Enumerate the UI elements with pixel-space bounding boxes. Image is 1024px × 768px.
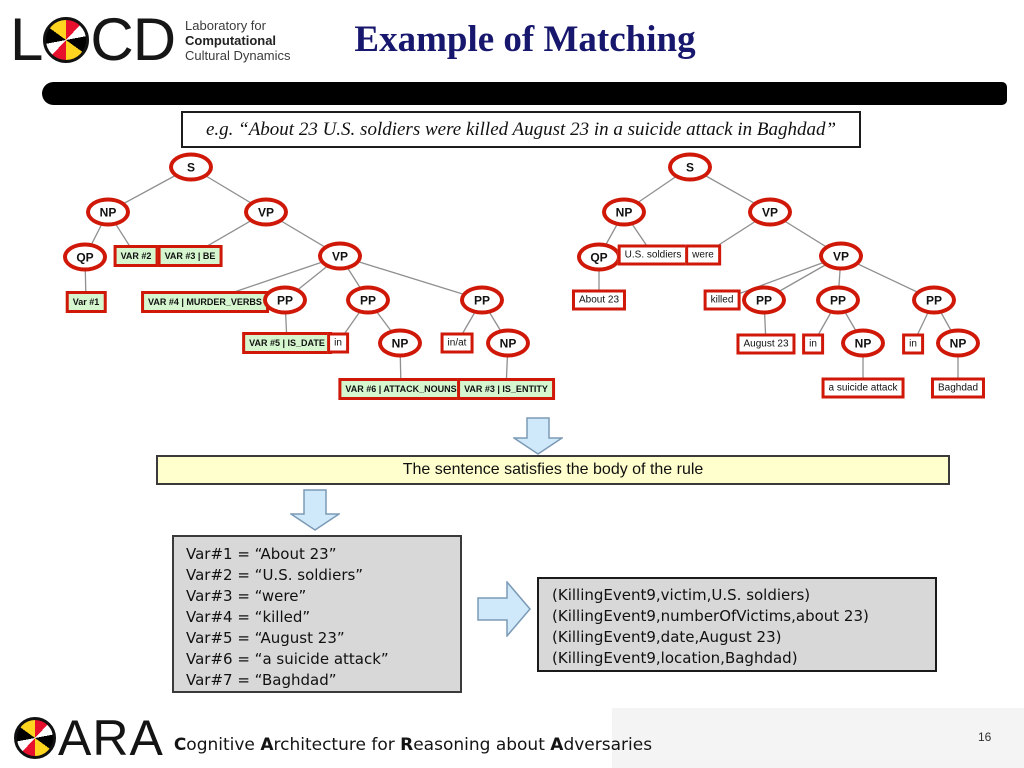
tree1-edge-vp2-pp1 (284, 255, 341, 301)
tree2-edge-pp1-aug23 (763, 299, 767, 345)
tree1-edge-vp2-pp2 (339, 255, 369, 301)
tree1-edge-vp1-var3be (189, 211, 267, 257)
tree2-edge-np1-qp (598, 211, 625, 258)
tree1-edge-s-np1 (107, 166, 192, 213)
tree2-edge-vp1-vp2 (769, 211, 842, 257)
tree1-edge-pp3-np3 (481, 299, 509, 344)
tagline-text: dversaries (563, 735, 653, 755)
text-line: Var#5 = “August 23” (186, 629, 345, 647)
tree1-edge-vp2-var4 (204, 255, 341, 303)
tree1-edge-vp2-pp3 (339, 255, 483, 301)
header-divider-bar (42, 82, 1007, 105)
logo-line-2: Computational (185, 32, 277, 48)
rule-satisfied-box: The sentence satisfies the body of the r… (156, 455, 950, 485)
cara-logo: ARA Cognitive Architecture for Reasoning… (14, 712, 652, 764)
text-line: Var#1 = “About 23” (186, 545, 337, 563)
tree1-edge-qp-var1 (84, 256, 87, 303)
slide-title: Example of Matching (354, 19, 696, 60)
tree1-edge-np3-var7 (505, 342, 509, 390)
maryland-globe-icon (43, 17, 90, 63)
text-line: (KillingEvent9,numberOfVictims,about 23) (552, 607, 869, 625)
output-triples-box: (KillingEvent9,victim,U.S. soldiers) (Kil… (537, 577, 937, 672)
tree2-edge-vp2-pp2 (837, 255, 842, 301)
tree1-edge-pp2-in1 (337, 299, 369, 344)
lccd-logo: L CD Laboratory for Computational Cultur… (10, 4, 291, 76)
text-line: Var#2 = “U.S. soldiers” (186, 566, 364, 584)
tree1-edge-np1-var2 (107, 211, 137, 257)
down-arrow-icon (513, 417, 563, 455)
tree1-edge-pp1-var5 (284, 299, 288, 344)
tree2-edge-pp3-np3 (933, 299, 959, 344)
tree1-edge-np1-qp (84, 211, 109, 258)
footer-tagline: Cognitive Architecture for Reasoning abo… (174, 735, 652, 755)
tree1-edge-pp2-np2 (367, 299, 401, 344)
tree1-edge-np2-var6 (399, 342, 402, 390)
tagline-text: rchitecture for (273, 735, 401, 755)
tree2-edge-vp2-pp1 (763, 255, 842, 301)
background-margin (612, 708, 1024, 768)
text-line: Var#7 = “Baghdad” (186, 671, 337, 689)
tagline-bold-letter: A (260, 735, 274, 755)
logo-letters-cd: CD (90, 6, 176, 73)
logo-line-1: Laboratory for (185, 17, 266, 33)
text-line: Var#3 = “were” (186, 587, 307, 605)
tree1-edge-vp1-vp2 (265, 211, 341, 257)
text-line: (KillingEvent9,victim,U.S. soldiers) (552, 586, 811, 604)
tree2-edge-vp1-were (702, 211, 771, 256)
cara-letters: ARA (58, 710, 164, 766)
cara-globe-icon (14, 717, 56, 759)
text-line: Var#4 = “killed” (186, 608, 311, 626)
example-sentence-box: e.g. “About 23 U.S. soldiers were killed… (181, 111, 861, 148)
variable-bindings-box: Var#1 = “About 23” Var#2 = “U.S. soldiers… (172, 535, 462, 693)
logo-letter-l: L (10, 6, 43, 73)
tree2-edge-vp2-pp3 (840, 255, 935, 301)
tree2-edge-pp2-np2 (837, 299, 864, 344)
tree2-edge-vp2-killed (721, 255, 842, 301)
tree2-edge-s-np1 (623, 166, 691, 213)
tagline-text: ognitive (186, 735, 261, 755)
right-arrow-icon (477, 581, 531, 637)
text-line: (KillingEvent9,date,August 23) (552, 628, 782, 646)
logo-line-3: Cultural Dynamics (185, 47, 291, 63)
tree2-edge-np1-us (623, 211, 654, 256)
text-line: Var#6 = “a suicide attack” (186, 650, 389, 668)
tree2-edge-pp3-in2 (912, 299, 935, 345)
tree1-edge-s-vp1 (190, 166, 267, 213)
tree2-edge-s-vp1 (689, 166, 771, 213)
tagline-text: easoning about (413, 735, 551, 755)
text-line: (KillingEvent9,location,Baghdad) (552, 649, 798, 667)
tagline-bold-letter: C (173, 735, 187, 755)
tagline-bold-letter: R (400, 735, 414, 755)
tree2-edge-pp2-in1 (812, 299, 839, 345)
logo-text: Laboratory for Computational Cultural Dy… (185, 18, 290, 63)
page-number: 16 (978, 730, 992, 744)
tagline-bold-letter: A (550, 735, 564, 755)
down-arrow-icon (290, 489, 340, 531)
tree1-edge-pp3-inat (456, 299, 483, 344)
